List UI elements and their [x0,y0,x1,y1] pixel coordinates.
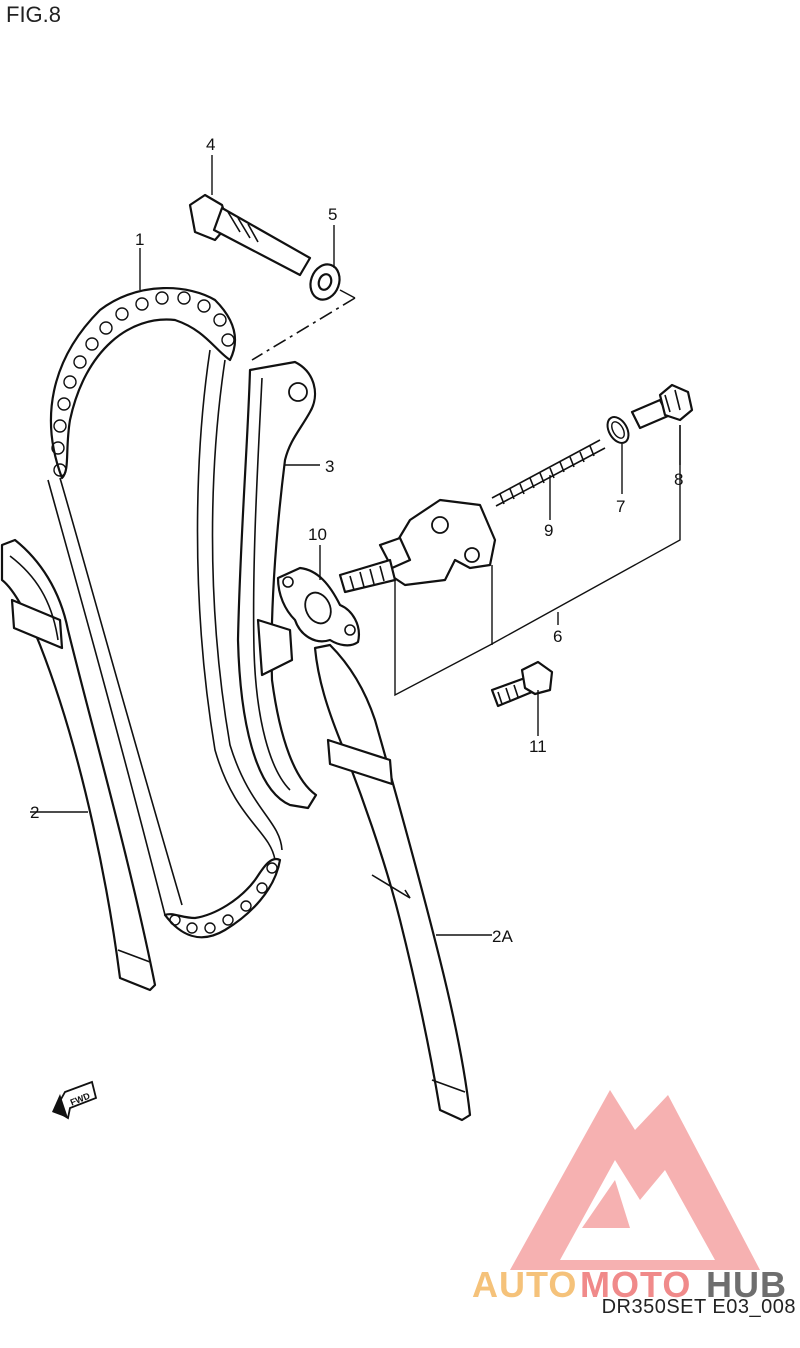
fwd-arrow-icon: FWD [52,1080,98,1120]
chain-guide-2 [0,538,157,992]
tensioner-adjuster-body [338,498,497,594]
cap-bolt-8 [630,383,694,430]
washer-5 [309,263,341,301]
figure-title: FIG.8 [6,2,62,27]
watermark-logo [510,1090,760,1270]
gasket-10 [276,566,360,647]
o-ring-7 [606,416,630,444]
label-10: 10 [308,525,327,544]
label-8: 8 [674,470,683,489]
label-7: 7 [616,497,625,516]
label-6: 6 [553,627,562,646]
label-4: 4 [206,135,215,154]
watermark-text: AUTO MOTO HUB [472,1264,787,1305]
bolt-11 [490,660,554,708]
label-9: 9 [544,521,553,540]
label-2: 2 [30,803,39,822]
watermark-moto: MOTO [580,1264,691,1305]
spring-9 [491,439,606,507]
bolt-4 [188,193,312,277]
watermark-auto: AUTO [472,1264,577,1305]
watermark-hub: HUB [706,1264,787,1305]
label-1: 1 [135,230,144,249]
label-3: 3 [325,457,334,476]
label-2A: 2A [492,927,513,946]
cam-chain [47,287,283,939]
drawing-code: DR350SET E03_008 [601,1296,796,1318]
label-11: 11 [529,737,547,756]
chain-guide-2A [313,643,472,1122]
label-5: 5 [328,205,337,224]
chain-tensioner-3 [236,360,318,810]
